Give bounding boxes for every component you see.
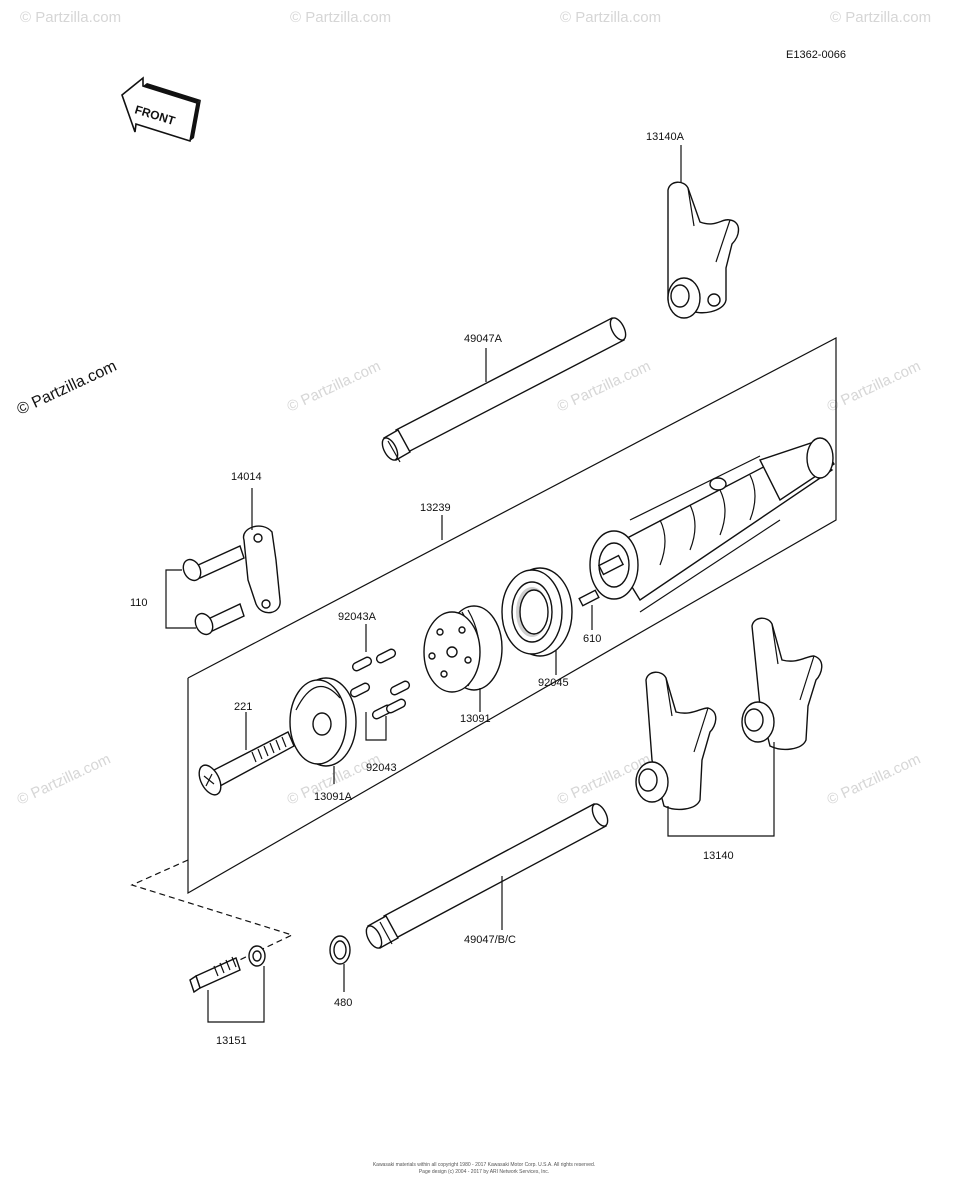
watermark: © Partzilla.com <box>825 358 924 416</box>
footer-design: Page design (c) 2004 - 2017 by ARI Netwo… <box>419 1169 549 1175</box>
label-49047A: 49047A <box>464 333 503 345</box>
label-110: 110 <box>130 597 148 609</box>
bearing-92045 <box>501 567 573 657</box>
front-arrow-icon: FRONT <box>121 76 201 143</box>
label-92045: 92045 <box>538 677 569 689</box>
watermark: © Partzilla.com <box>285 358 384 416</box>
drum-cam-13091 <box>423 605 503 693</box>
pins-92043 <box>349 648 411 720</box>
plate-13091A <box>289 677 357 767</box>
bolt-221 <box>198 731 295 796</box>
watermark: © Partzilla.com <box>825 751 924 809</box>
label-480: 480 <box>334 997 352 1009</box>
bolts-110 <box>182 545 245 636</box>
shift-fork-lower-right <box>741 617 823 751</box>
label-92043A: 92043A <box>338 611 377 623</box>
watermark: © Partzilla.com <box>290 9 391 26</box>
shift-rod-lower <box>365 803 609 949</box>
leader <box>165 569 196 629</box>
diagram-code: E1362-0066 <box>786 49 846 61</box>
label-13091: 13091 <box>460 713 491 725</box>
label-13151: 13151 <box>216 1035 247 1047</box>
pin-610 <box>578 589 600 607</box>
watermark: © Partzilla.com <box>560 9 661 26</box>
label-13091A: 13091A <box>314 791 353 803</box>
leader <box>207 966 265 1023</box>
footer-copyright: Kawasaki materials within all copyright … <box>373 1162 595 1168</box>
shift-rod-upper <box>381 317 627 463</box>
watermark: © Partzilla.com <box>20 9 121 26</box>
circlip-480 <box>329 935 351 965</box>
label-14014: 14014 <box>231 471 262 483</box>
shift-fork-lower-left <box>635 671 717 811</box>
stopper-plate-14014 <box>242 525 281 614</box>
shift-drum <box>589 437 835 613</box>
leader <box>667 742 775 837</box>
watermark-dark: © Partzilla.com <box>15 358 120 419</box>
label-13239: 13239 <box>420 502 451 514</box>
label-49047BC: 49047/B/C <box>464 934 516 946</box>
neutral-switch-13151 <box>189 945 266 994</box>
label-221: 221 <box>234 701 252 713</box>
label-610: 610 <box>583 633 601 645</box>
watermark: © Partzilla.com <box>830 9 931 26</box>
label-13140A: 13140A <box>646 131 685 143</box>
shift-fork-upper <box>667 181 740 319</box>
drum-group-outline <box>187 337 837 895</box>
outline-dashed-link <box>130 859 294 976</box>
label-92043: 92043 <box>366 762 397 774</box>
label-13140: 13140 <box>703 850 734 862</box>
leader <box>365 712 387 741</box>
watermark: © Partzilla.com <box>15 751 114 809</box>
